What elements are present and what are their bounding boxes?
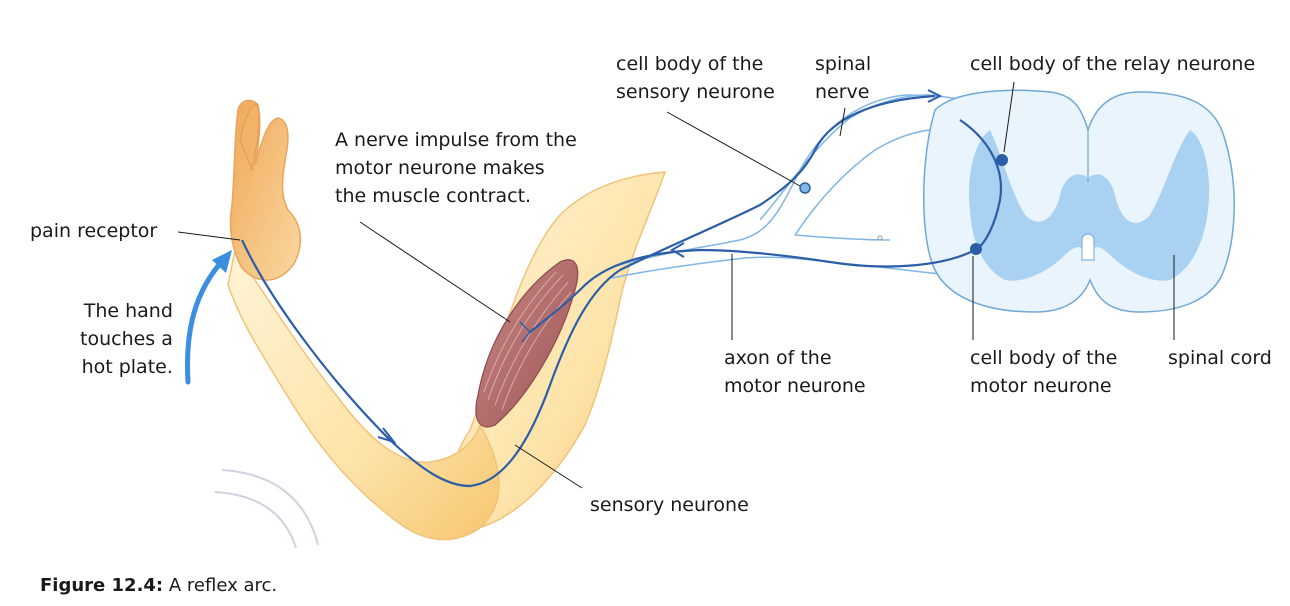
motor-direction-arrow xyxy=(670,242,685,258)
sensory-direction-arrow xyxy=(377,427,397,444)
label-sensory-neurone: sensory neurone xyxy=(590,494,749,516)
motor-cell-body xyxy=(970,243,982,255)
sensory-cell-body xyxy=(799,182,811,194)
figure-title: A reflex arc. xyxy=(168,575,278,596)
figure-number: Figure 12.4: xyxy=(40,575,164,596)
label-pain-receptor: pain receptor xyxy=(30,220,158,242)
thumb xyxy=(239,103,260,172)
relay-neurone xyxy=(959,119,1002,251)
figure-caption: Figure 12.4: A reflex arc. xyxy=(40,574,277,598)
stray-dot xyxy=(877,235,883,241)
biceps-muscle xyxy=(475,259,579,428)
motor-neurone-path xyxy=(529,248,976,333)
touch-arrow-head xyxy=(212,250,232,273)
motor-end-plate xyxy=(519,321,541,343)
label-motor-cell-body: cell body of the motor neurone xyxy=(970,347,1118,397)
leader-lines xyxy=(177,81,1175,489)
touch-arrow xyxy=(185,255,228,385)
label-sensory-cell-body: cell body of the sensory neurone xyxy=(616,53,775,103)
hot-plate-lines xyxy=(214,469,319,549)
sensory-neurone-path xyxy=(241,94,936,488)
label-spinal-nerve: spinal nerve xyxy=(815,53,872,103)
label-spinal-cord: spinal cord xyxy=(1168,347,1272,369)
label-relay-cell-body: cell body of the relay neurone xyxy=(970,53,1256,75)
label-hot-plate: The hand touches a hot plate. xyxy=(80,300,173,378)
label-motor-axon: axon of the motor neurone xyxy=(724,347,866,397)
sensory-top-arrow xyxy=(927,89,943,103)
label-impulse-note: A nerve impulse from the motor neurone m… xyxy=(335,129,577,207)
relay-cell-body xyxy=(996,154,1008,166)
hand xyxy=(229,99,302,281)
spinal-cord xyxy=(923,89,1235,313)
forearm xyxy=(227,248,500,541)
